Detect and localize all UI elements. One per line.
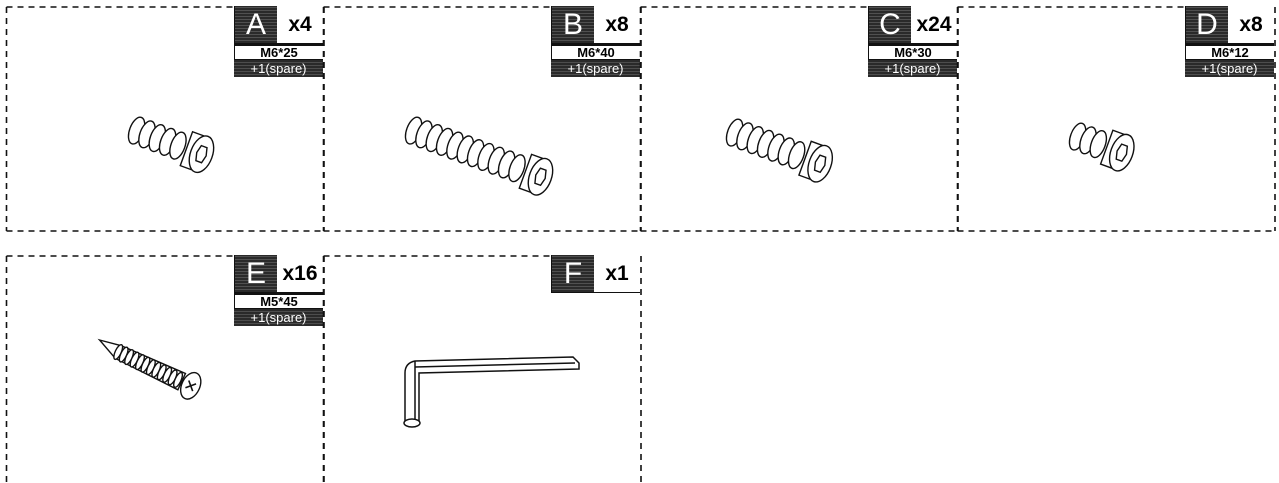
part-cell-c: C x24 M6*30 +1(spare) xyxy=(639,6,959,232)
part-spare: +1(spare) xyxy=(868,60,957,77)
socket-cap-screw-icon xyxy=(404,116,554,196)
part-letter: B xyxy=(552,6,594,43)
part-cell-b: B x8 M6*40 +1(spare) xyxy=(322,6,642,232)
part-label-d: D x8 M6*12 +1(spare) xyxy=(1185,6,1274,77)
part-spare: +1(spare) xyxy=(1185,60,1274,77)
dashed-frame xyxy=(5,6,325,232)
allen-key-icon xyxy=(403,356,580,428)
part-quantity: x8 xyxy=(605,12,629,36)
part-spare: +1(spare) xyxy=(234,60,323,77)
part-letter: F xyxy=(552,255,594,292)
part-letter: C xyxy=(869,6,911,43)
dashed-frame xyxy=(322,6,642,232)
part-cell-d: D x8 M6*12 +1(spare) xyxy=(956,6,1276,232)
part-quantity: x8 xyxy=(1239,12,1263,36)
part-letter: D xyxy=(1186,6,1228,43)
part-size: M6*40 xyxy=(551,44,640,60)
dashed-frame xyxy=(639,6,959,232)
part-cell-a: A x4 M6*25 +1(spare) xyxy=(5,6,325,232)
part-spare: +1(spare) xyxy=(551,60,640,77)
part-cell-e: E x16 M5*45 +1(spare) xyxy=(5,255,325,483)
part-letter: E xyxy=(235,255,277,292)
part-label-a: A x4 M6*25 +1(spare) xyxy=(234,6,323,77)
part-label-f: F x1 xyxy=(551,255,640,293)
part-size: M5*45 xyxy=(234,293,323,309)
part-label-e: E x16 M5*45 +1(spare) xyxy=(234,255,323,326)
part-cell-f: F x1 xyxy=(322,255,642,483)
part-size: M6*25 xyxy=(234,44,323,60)
part-size: M6*30 xyxy=(868,44,957,60)
phillips-wood-screw-icon xyxy=(97,338,202,400)
socket-cap-screw-icon xyxy=(1068,122,1135,172)
part-spare: +1(spare) xyxy=(234,309,323,326)
part-quantity: x24 xyxy=(916,12,952,36)
dashed-frame xyxy=(956,6,1276,232)
part-label-b: B x8 M6*40 +1(spare) xyxy=(551,6,640,77)
socket-cap-screw-icon xyxy=(127,116,215,174)
part-label-c: C x24 M6*30 +1(spare) xyxy=(868,6,957,77)
part-letter: A xyxy=(235,6,277,43)
socket-cap-screw-icon xyxy=(725,118,834,183)
part-size: M6*12 xyxy=(1185,44,1274,60)
part-quantity: x4 xyxy=(288,12,312,36)
part-quantity: x16 xyxy=(282,261,318,285)
part-quantity: x1 xyxy=(605,261,629,285)
